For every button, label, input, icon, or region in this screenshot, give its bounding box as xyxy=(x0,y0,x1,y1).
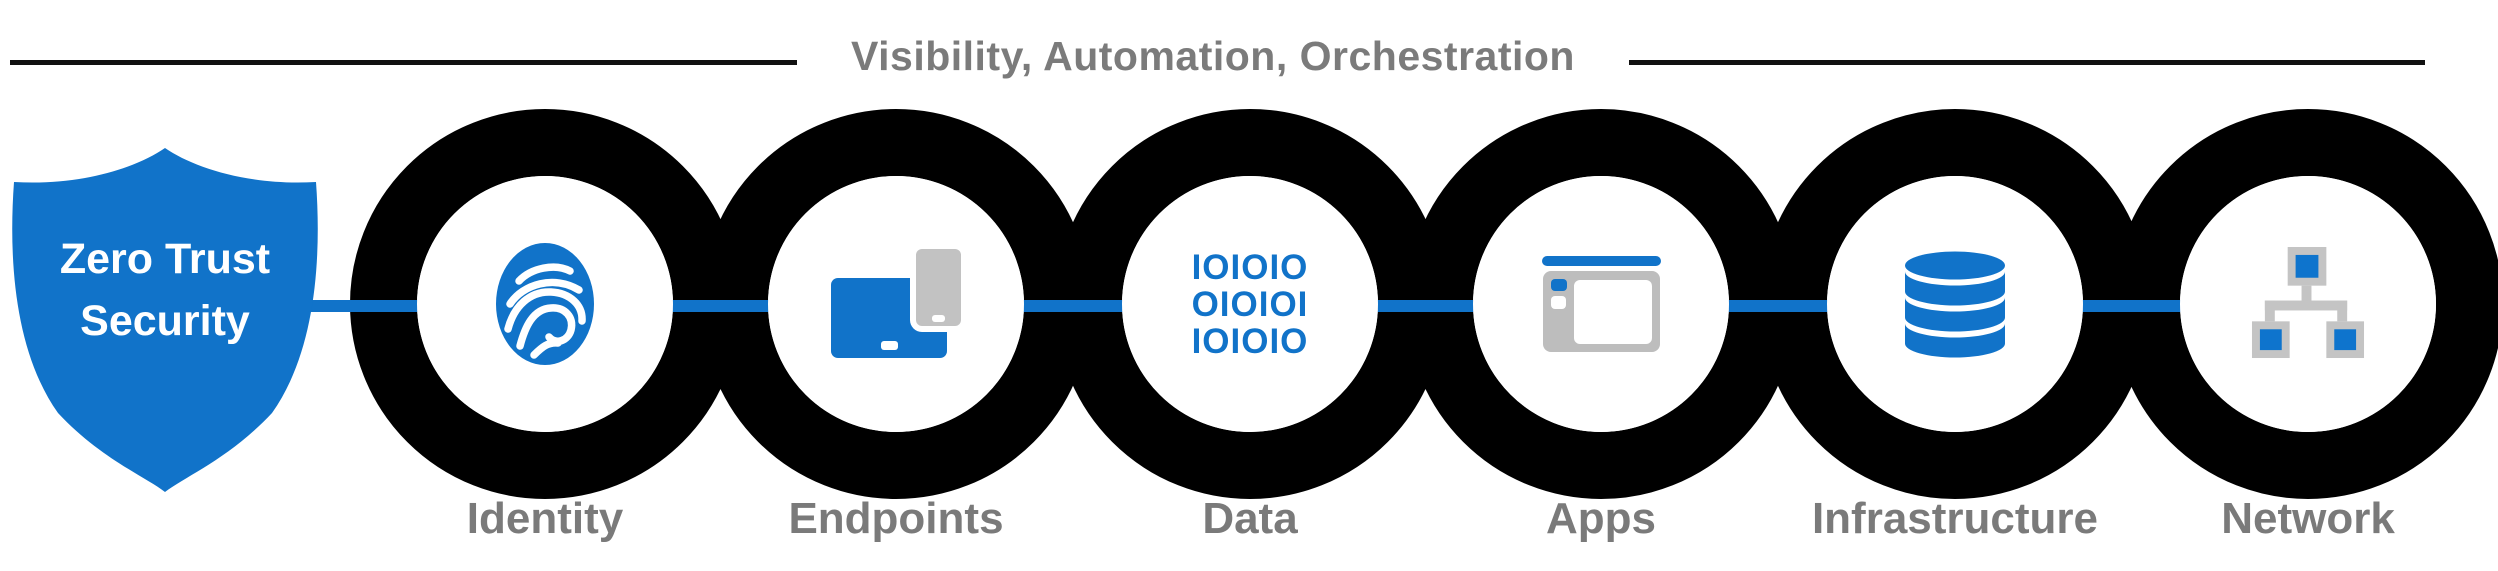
network-topology-icon xyxy=(2251,247,2365,359)
identity-disc xyxy=(417,176,673,432)
infrastructure-disc xyxy=(1827,176,2083,432)
node-label-apps: Apps xyxy=(1546,494,1656,543)
header-rule-left xyxy=(10,60,797,65)
app-window-chip-blue xyxy=(1550,279,1567,291)
binary-code-icon: IOIOIO OIOIOI IOIOIO xyxy=(1192,249,1309,360)
app-window-icon xyxy=(1541,256,1661,352)
binary-row: OIOIOI xyxy=(1191,284,1309,324)
shield-title-line2: Security xyxy=(80,297,250,345)
shield-icon xyxy=(12,148,318,492)
data-disc: IOIOIO OIOIOI IOIOIO xyxy=(1122,176,1378,432)
app-window-content xyxy=(1573,280,1652,344)
apps-disc xyxy=(1473,176,1729,432)
node-label-network: Network xyxy=(2221,494,2395,543)
phone-slot xyxy=(932,315,945,322)
header-rule-right xyxy=(1629,60,2425,65)
shield-title: Zero Trust Security xyxy=(4,228,326,352)
shield-title-line1: Zero Trust xyxy=(59,235,271,283)
laptop-slot xyxy=(881,341,898,350)
fingerprint-icon xyxy=(496,243,594,365)
phone-shape xyxy=(916,249,961,326)
node-label-data: Data xyxy=(1202,494,1298,543)
app-window-titlebar xyxy=(1541,256,1661,266)
diagram-title: Visibility, Automation, Orchestration xyxy=(851,33,1575,79)
app-window-chip-white xyxy=(1550,296,1566,309)
network-disc xyxy=(2180,176,2436,432)
node-label-endpoints: Endpoints xyxy=(788,494,1004,543)
node-label-identity: Identity xyxy=(466,494,624,543)
binary-row: IOIOIO xyxy=(1191,247,1309,287)
endpoints-disc xyxy=(768,176,1024,432)
database-icon xyxy=(1905,251,2005,357)
node-label-infrastructure: Infrastructure xyxy=(1811,494,2099,543)
devices-icon xyxy=(831,249,961,359)
binary-row: IOIOIO xyxy=(1191,321,1309,361)
